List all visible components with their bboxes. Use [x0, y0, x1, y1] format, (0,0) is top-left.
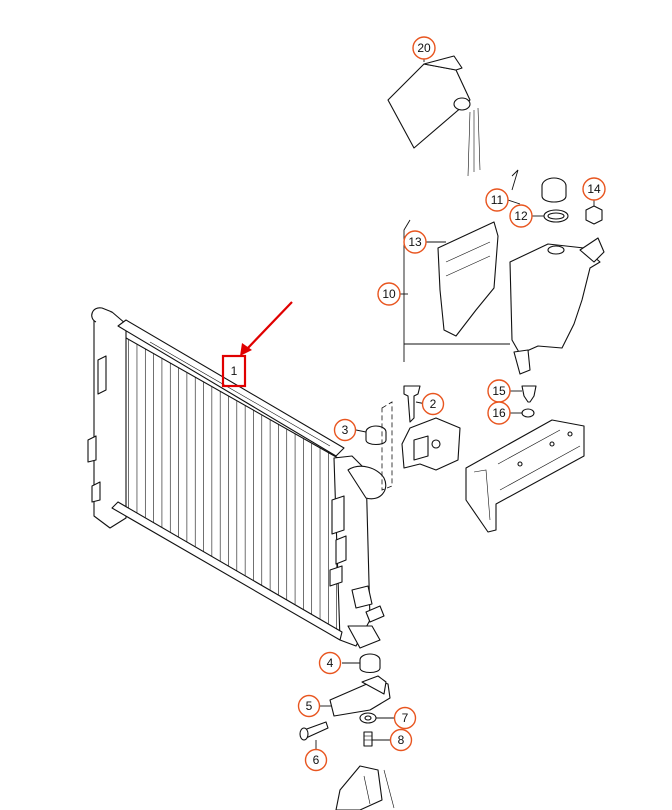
- part-12-seal-ring: [532, 209, 569, 223]
- callout-4[interactable]: 4: [318, 651, 342, 675]
- callout-4-label: 4: [327, 656, 334, 670]
- part-15-sensor: [510, 385, 537, 403]
- callouts: 1 2 3 4 5 6 7 8: [231, 36, 606, 772]
- part-10-bracket-line: [400, 169, 519, 362]
- callout-12-label: 12: [514, 209, 528, 223]
- highlight-arrow-head: [240, 343, 252, 356]
- callout-7[interactable]: 7: [393, 706, 417, 730]
- callout-15[interactable]: 15: [487, 379, 511, 403]
- mounting-frame-rail: [465, 419, 585, 533]
- callout-1[interactable]: 1: [231, 364, 238, 378]
- highlight-arrow: [245, 301, 293, 351]
- callout-2[interactable]: 2: [421, 392, 445, 416]
- callout-8[interactable]: 8: [389, 728, 413, 752]
- part-11-filler-cap: [507, 177, 567, 205]
- callout-14-label: 14: [587, 182, 601, 196]
- callout-12[interactable]: 12: [509, 204, 533, 228]
- callout-2-label: 2: [430, 397, 437, 411]
- part-6-bolt: [299, 721, 329, 750]
- part-5-bracket: [320, 675, 391, 717]
- lower-hose-fragment: [335, 765, 395, 810]
- radiator-part: [87, 307, 387, 649]
- mounting-bracket: [401, 417, 461, 471]
- callout-11-label: 11: [491, 193, 504, 207]
- callout-3[interactable]: 3: [333, 418, 357, 442]
- part-7-washer: [359, 712, 394, 724]
- part-13-heat-shield: [426, 221, 499, 337]
- expansion-tank: [509, 237, 605, 375]
- callout-3-label: 3: [342, 423, 349, 437]
- radiator-fins: [120, 334, 337, 636]
- callout-7-label: 7: [402, 711, 409, 725]
- callout-5-label: 5: [306, 699, 313, 713]
- callout-6[interactable]: 6: [304, 748, 328, 772]
- callout-10-label: 10: [382, 287, 396, 301]
- callout-8-label: 8: [398, 733, 405, 747]
- callout-20-label: 20: [417, 41, 431, 55]
- callout-5[interactable]: 5: [297, 694, 321, 718]
- callout-16-label: 16: [492, 406, 506, 420]
- part-8-screw: [363, 731, 390, 747]
- callout-13[interactable]: 13: [403, 230, 427, 254]
- part-20-coolant-container: [387, 55, 481, 177]
- callout-15-label: 15: [492, 384, 506, 398]
- callout-20[interactable]: 20: [412, 36, 436, 60]
- callout-11[interactable]: 11: [485, 188, 509, 212]
- callout-16[interactable]: 16: [487, 401, 511, 425]
- part-14-nut: [585, 200, 603, 225]
- part-16-o-ring: [510, 408, 535, 418]
- callout-10[interactable]: 10: [377, 282, 401, 306]
- callout-13-label: 13: [408, 235, 422, 249]
- part-1-highlight: [221, 301, 293, 388]
- callout-6-label: 6: [313, 753, 320, 767]
- highlight-box: [221, 354, 247, 388]
- part-4-bushing: [342, 653, 381, 674]
- part-3-grommet: [355, 401, 393, 491]
- callout-14[interactable]: 14: [582, 177, 606, 201]
- callout-1-label: 1: [231, 364, 238, 378]
